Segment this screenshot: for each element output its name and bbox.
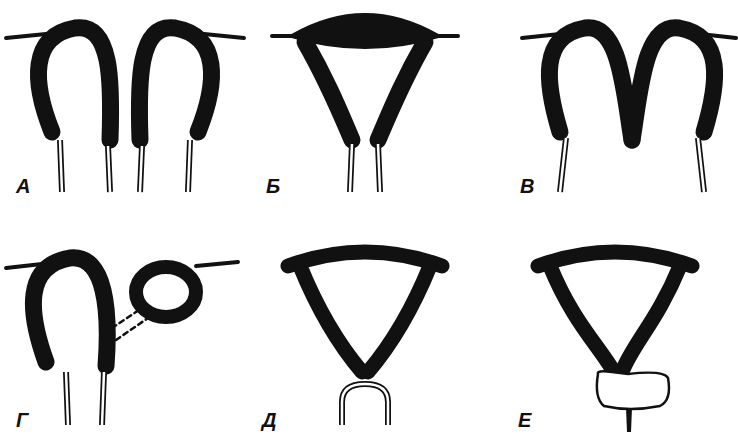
panel-letter: В: [520, 176, 534, 196]
panel-letter: Е: [518, 410, 531, 430]
panel-letter: Д: [262, 410, 276, 430]
panel-letter: Б: [266, 176, 280, 196]
panel-letter: А: [16, 176, 30, 196]
panel-letter: Г: [16, 410, 28, 430]
